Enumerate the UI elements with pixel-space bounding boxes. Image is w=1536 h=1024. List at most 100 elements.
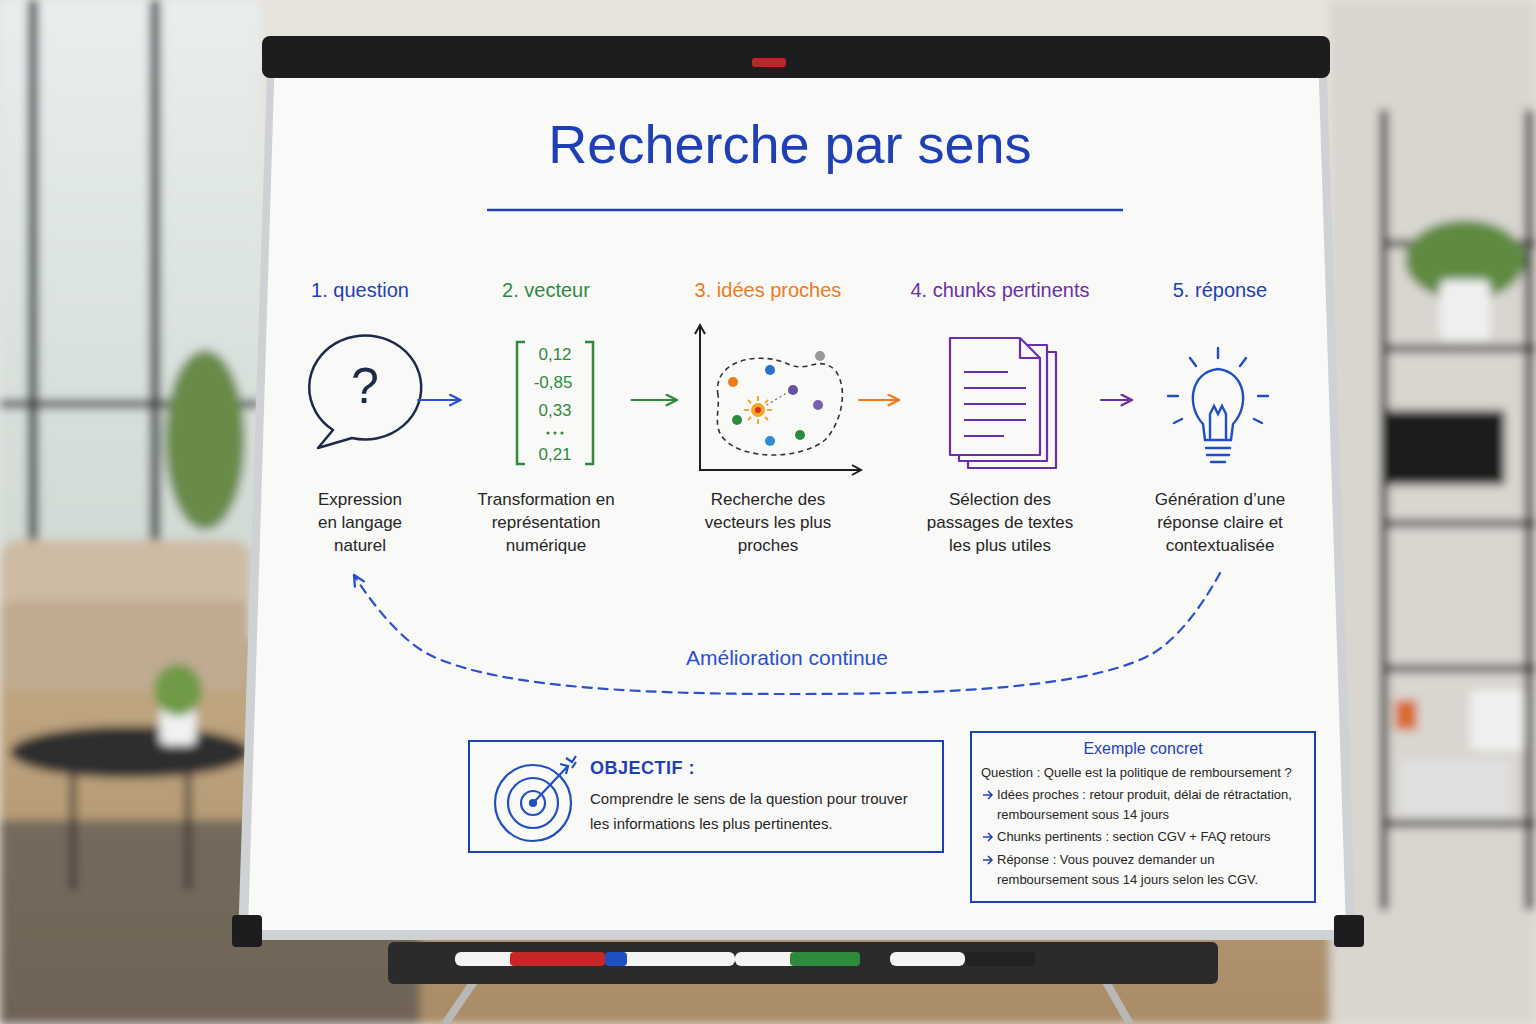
office-scene bbox=[1395, 700, 1417, 730]
point bbox=[732, 415, 742, 425]
diagram-title: Recherche par sens bbox=[440, 112, 1140, 177]
bullet-arrow bbox=[983, 833, 992, 841]
office-scene bbox=[1470, 690, 1525, 750]
board-top-rail bbox=[262, 36, 1330, 78]
office-scene bbox=[1380, 665, 1536, 672]
point bbox=[765, 436, 775, 446]
target-icon bbox=[495, 756, 576, 841]
bulb-base bbox=[1211, 461, 1225, 463]
example-line: Chunks pertinents : section CGV + FAQ re… bbox=[981, 827, 1305, 847]
point bbox=[728, 377, 738, 387]
marker bbox=[790, 952, 860, 966]
bullet-arrow bbox=[983, 791, 992, 799]
dart bbox=[533, 766, 568, 803]
question-mark: ? bbox=[351, 357, 379, 415]
office-scene bbox=[1380, 110, 1388, 910]
office-scene bbox=[28, 0, 38, 600]
vector-bracket bbox=[517, 342, 525, 464]
example-line: Idées proches : retour produit, délai de… bbox=[981, 785, 1305, 825]
bullet-arrow bbox=[982, 790, 994, 800]
office-scene bbox=[165, 350, 245, 530]
whiteboard bbox=[232, 36, 1364, 984]
point bbox=[765, 365, 775, 375]
board-surface bbox=[248, 52, 1346, 930]
point bbox=[788, 385, 798, 395]
marker bbox=[510, 952, 605, 966]
ellipsis-dot bbox=[553, 431, 556, 434]
vector-bracket bbox=[585, 342, 593, 464]
light-ray bbox=[1168, 395, 1178, 397]
example-line: Question : Quelle est la politique de re… bbox=[981, 763, 1305, 783]
marker bbox=[965, 952, 1035, 966]
vector-icon bbox=[517, 342, 593, 464]
flow-arrow bbox=[859, 399, 899, 401]
easel-leg bbox=[445, 980, 475, 1024]
vector-value: 0,33 bbox=[538, 401, 571, 421]
step-description: Sélection des passages de textes les plu… bbox=[918, 488, 1083, 557]
step-heading: 3. idées proches bbox=[683, 278, 853, 302]
objective-heading: OBJECTIF : bbox=[590, 758, 930, 779]
easel-leg bbox=[1105, 980, 1130, 1024]
marker bbox=[605, 952, 627, 966]
board-corner bbox=[1334, 915, 1364, 947]
text-line bbox=[964, 371, 1008, 373]
bulb bbox=[1193, 369, 1243, 440]
axis-head bbox=[695, 325, 705, 334]
marker bbox=[605, 952, 735, 966]
step-description: Expression en langage naturel bbox=[310, 488, 410, 557]
process-step: 3. idées prochesRecherche des vecteurs l… bbox=[683, 278, 853, 557]
light-ray bbox=[1258, 395, 1268, 397]
query-point-rays bbox=[757, 419, 759, 424]
objective-box: OBJECTIF :Comprendre le sens de la quest… bbox=[468, 740, 944, 853]
scatter-icon bbox=[695, 325, 861, 475]
query-point-rays bbox=[748, 400, 751, 403]
office-scene bbox=[185, 770, 191, 890]
query-point-rays bbox=[744, 396, 772, 424]
bulb-base bbox=[1207, 454, 1229, 456]
ellipsis-dot bbox=[560, 431, 563, 434]
bullet-arrow bbox=[982, 855, 994, 865]
dart-fletching bbox=[560, 756, 576, 774]
query-point bbox=[751, 403, 765, 417]
flow-arrow bbox=[632, 399, 678, 401]
step-heading: 5. réponse bbox=[1138, 278, 1302, 302]
point bbox=[815, 351, 825, 361]
process-step: 5. réponseGénération d’une réponse clair… bbox=[1138, 278, 1302, 557]
text-line bbox=[964, 387, 1026, 389]
vector-value: 0,21 bbox=[538, 445, 571, 465]
light-ray bbox=[1174, 419, 1182, 423]
office-scene bbox=[0, 540, 250, 690]
light-ray bbox=[1254, 419, 1262, 423]
document-fold bbox=[1020, 338, 1040, 358]
board-logo bbox=[752, 58, 786, 67]
query-point-rays bbox=[767, 409, 772, 411]
speech-bubble-icon bbox=[309, 335, 421, 448]
office-scene bbox=[1385, 410, 1505, 485]
board-frame bbox=[238, 44, 1356, 940]
example-line: Réponse : Vous pouvez demander un rembou… bbox=[981, 850, 1305, 890]
title-underline bbox=[487, 209, 1123, 212]
office-scene bbox=[0, 0, 260, 600]
light-ray bbox=[1240, 358, 1246, 366]
easel bbox=[445, 980, 1130, 1024]
bullet-arrow bbox=[982, 832, 994, 842]
ellipsis-dot bbox=[546, 431, 549, 434]
process-step: 1. questionExpression en langage naturel bbox=[308, 278, 412, 557]
text-line bbox=[964, 435, 1004, 437]
office-scene bbox=[1380, 345, 1536, 352]
documents-icon bbox=[950, 338, 1056, 468]
text-line bbox=[964, 403, 1026, 405]
flow-arrow bbox=[1101, 399, 1132, 401]
step-heading: 4. chunks pertinents bbox=[905, 278, 1095, 302]
query-point-rays bbox=[748, 417, 751, 420]
vector-value: -0,85 bbox=[534, 373, 573, 393]
step-description: Recherche des vecteurs les plus proches bbox=[693, 488, 843, 557]
light-ray bbox=[1217, 348, 1219, 358]
feedback-loop-arrow bbox=[354, 573, 1220, 694]
office-scene bbox=[1400, 760, 1510, 815]
point bbox=[813, 400, 823, 410]
step-description: Génération d’une réponse claire et conte… bbox=[1140, 488, 1300, 557]
